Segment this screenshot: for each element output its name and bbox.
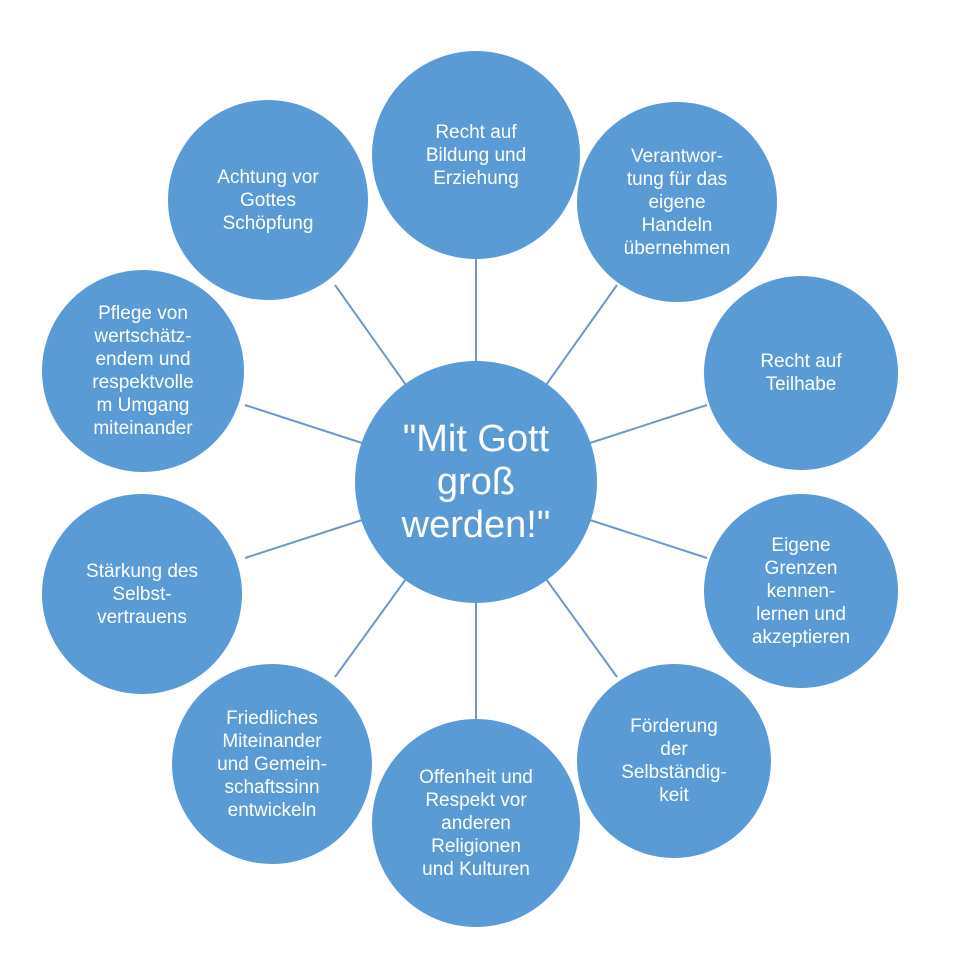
node-label: Eigene Grenzen kennen- lernen und akzept… [751, 534, 851, 648]
node-schoepfung: Achtung vor Gottes Schöpfung [168, 100, 368, 300]
node-selbstaendigkeit: Förderung der Selbständig- keit [577, 664, 771, 858]
connector-line [545, 578, 618, 678]
node-label: Verantwor- tung für das eigene Handeln ü… [623, 145, 731, 259]
center-node: "Mit Gott groß werden!" [355, 361, 597, 603]
node-miteinander: Friedliches Miteinander und Gemein- scha… [172, 664, 372, 864]
node-verantwortung: Verantwor- tung für das eigene Handeln ü… [577, 102, 777, 302]
node-label: Förderung der Selbständig- keit [621, 716, 727, 806]
connector-line [244, 404, 363, 444]
node-label: Recht auf Bildung und Erziehung [425, 121, 527, 189]
node-label: Recht auf Teilhabe [760, 351, 842, 395]
connector-line [589, 404, 708, 444]
node-label: Achtung vor Gottes Schöpfung [217, 166, 319, 234]
node-bildung: Recht auf Bildung und Erziehung [372, 51, 580, 259]
node-teilhabe: Recht auf Teilhabe [704, 276, 898, 470]
node-selbstvertrauen: Stärkung des Selbst- vertrauens [42, 494, 242, 694]
connector-line [589, 519, 708, 559]
node-label: Pflege von wertschätz- endem und respekt… [92, 303, 194, 439]
node-offenheit: Offenheit und Respekt vor anderen Religi… [372, 719, 580, 927]
node-umgang: Pflege von wertschätz- endem und respekt… [42, 270, 244, 472]
connector-line [334, 578, 407, 678]
node-grenzen: Eigene Grenzen kennen- lernen und akzept… [704, 494, 898, 688]
node-label: Stärkung des Selbst- vertrauens [86, 560, 198, 628]
center-node-label: "Mit Gott groß werden!" [401, 417, 551, 546]
connector-line [545, 284, 618, 386]
connector-line [244, 519, 363, 559]
node-label: Offenheit und Respekt vor anderen Religi… [419, 766, 533, 880]
connector-line [334, 284, 407, 386]
node-label: Friedliches Miteinander und Gemein- scha… [217, 707, 327, 821]
